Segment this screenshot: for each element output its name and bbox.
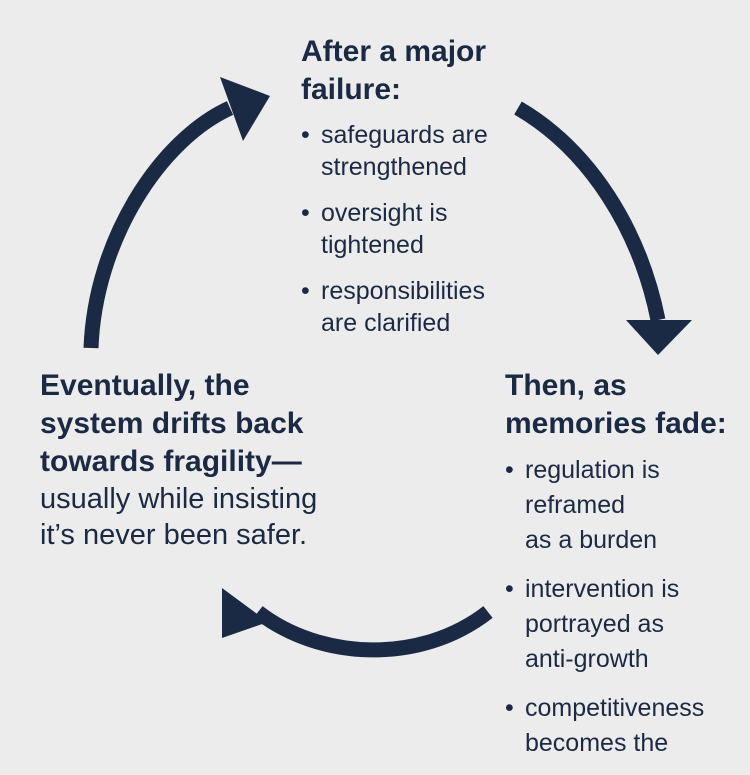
bullet-dot: •	[505, 694, 514, 722]
bullet-text: competitiveness becomes the	[525, 694, 705, 757]
bullet-text: safeguards are strengthened	[321, 121, 488, 181]
bullet-text: regulation is reframed as a burden	[525, 456, 660, 554]
stage-bullets-memories-fade: • regulation is reframed as a burden • i…	[505, 453, 750, 761]
bullet-item: • responsibilities are clarified	[301, 275, 561, 339]
stage-heading-drift-back: Eventually, the system drifts back towar…	[40, 369, 304, 478]
stage-body-drift-back: usually while insisting it’s never been …	[40, 483, 318, 551]
bullet-dot: •	[301, 199, 310, 227]
bullet-dot: •	[505, 575, 514, 603]
bullet-item: • competitiveness becomes the	[505, 691, 750, 761]
bullet-text: intervention is portrayed as anti-growth	[525, 575, 680, 673]
bullet-text: responsibilities are clarified	[321, 277, 485, 337]
stage-heading-after-failure: After a major failure:	[301, 35, 487, 106]
stage-memories-fade: Then, as memories fade: • regulation is …	[505, 367, 750, 775]
arrow-right-to-left	[253, 606, 493, 658]
cycle-arrows	[83, 77, 692, 658]
bullet-item: • oversight is tightened	[301, 197, 561, 261]
stage-after-failure: After a major failure: • safeguards are …	[301, 33, 561, 353]
bullet-dot: •	[301, 277, 310, 305]
arrow-top-to-right	[514, 101, 666, 322]
stage-drift-back: Eventually, the system drifts back towar…	[40, 367, 380, 553]
arrowhead-bottom-left	[222, 588, 268, 638]
arrowhead-top-left	[220, 77, 270, 141]
stage-bullets-after-failure: • safeguards are strengthened • oversigh…	[301, 119, 561, 339]
bullet-item: • regulation is reframed as a burden	[505, 453, 750, 558]
stage-heading-memories-fade: Then, as memories fade:	[505, 369, 727, 440]
bullet-dot: •	[301, 121, 310, 149]
bullet-text: oversight is tightened	[321, 199, 448, 259]
bullet-item: • safeguards are strengthened	[301, 119, 561, 183]
arrowhead-right	[626, 320, 692, 355]
arrow-left-to-top	[83, 101, 234, 349]
bullet-dot: •	[505, 456, 514, 484]
bullet-item: • intervention is portrayed as anti-grow…	[505, 572, 750, 677]
